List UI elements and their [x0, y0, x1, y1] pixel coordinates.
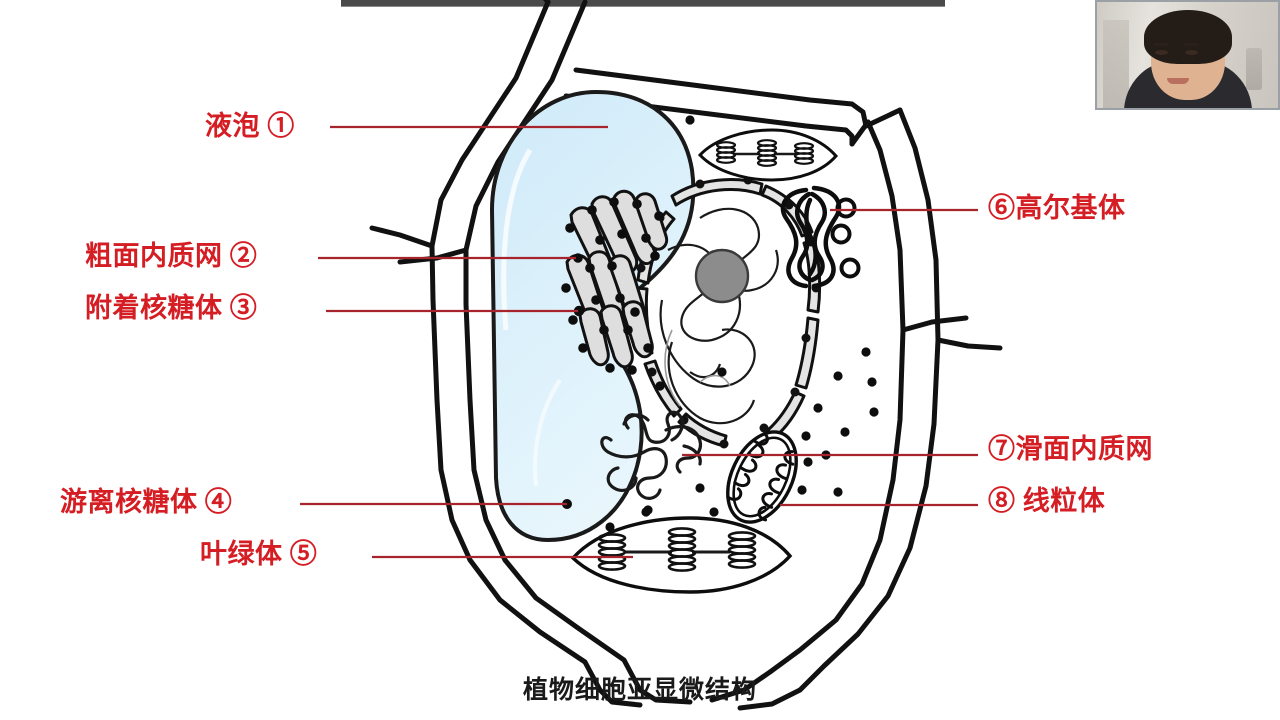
label-chloroplast[interactable]: 叶绿体 ⑤	[200, 539, 318, 569]
attached-ribosomes	[561, 197, 664, 375]
chloroplast-upper	[697, 128, 838, 182]
label-golgi-apparatus[interactable]: ⑥高尔基体	[988, 193, 1126, 223]
label-attached-ribosome[interactable]: 附着核糖体 ③	[85, 293, 258, 323]
presenter-eyebrow-left	[1154, 43, 1169, 46]
presenter-eye-right	[1185, 50, 1198, 55]
rough-endoplasmic-reticulum	[561, 189, 669, 375]
webcam-background-object	[1246, 48, 1262, 90]
slide-chrome-bar	[341, 0, 945, 7]
diagram-caption: 植物细胞亚显微结构	[522, 677, 757, 704]
nucleolus	[694, 248, 750, 304]
mitochondrion	[726, 430, 798, 524]
label-vacuole[interactable]: 液泡 ①	[205, 111, 295, 141]
golgi-vesicles	[830, 197, 861, 279]
free-ribosomes	[562, 115, 879, 532]
cell-wall	[369, 0, 1003, 711]
presenter-webcam-overlay[interactable]	[1095, 0, 1280, 110]
chloroplast-lower	[570, 516, 793, 594]
label-smooth-er[interactable]: ⑦滑面内质网	[988, 434, 1153, 464]
leader-lines	[300, 125, 978, 559]
presenter-eyebrow-right	[1184, 43, 1199, 46]
presenter-hair	[1143, 10, 1232, 64]
webcam-background-door	[1103, 20, 1129, 108]
golgi-apparatus	[780, 185, 861, 289]
smooth-endoplasmic-reticulum	[600, 410, 702, 500]
label-free-ribosome[interactable]: 游离核糖体 ④	[60, 487, 233, 517]
presenter-mouth	[1167, 78, 1189, 84]
label-rough-er[interactable]: 粗面内质网 ②	[85, 241, 258, 271]
presenter-eye-left	[1155, 50, 1168, 55]
label-mitochondrion[interactable]: ⑧ 线粒体	[988, 486, 1106, 516]
grana	[597, 527, 757, 572]
